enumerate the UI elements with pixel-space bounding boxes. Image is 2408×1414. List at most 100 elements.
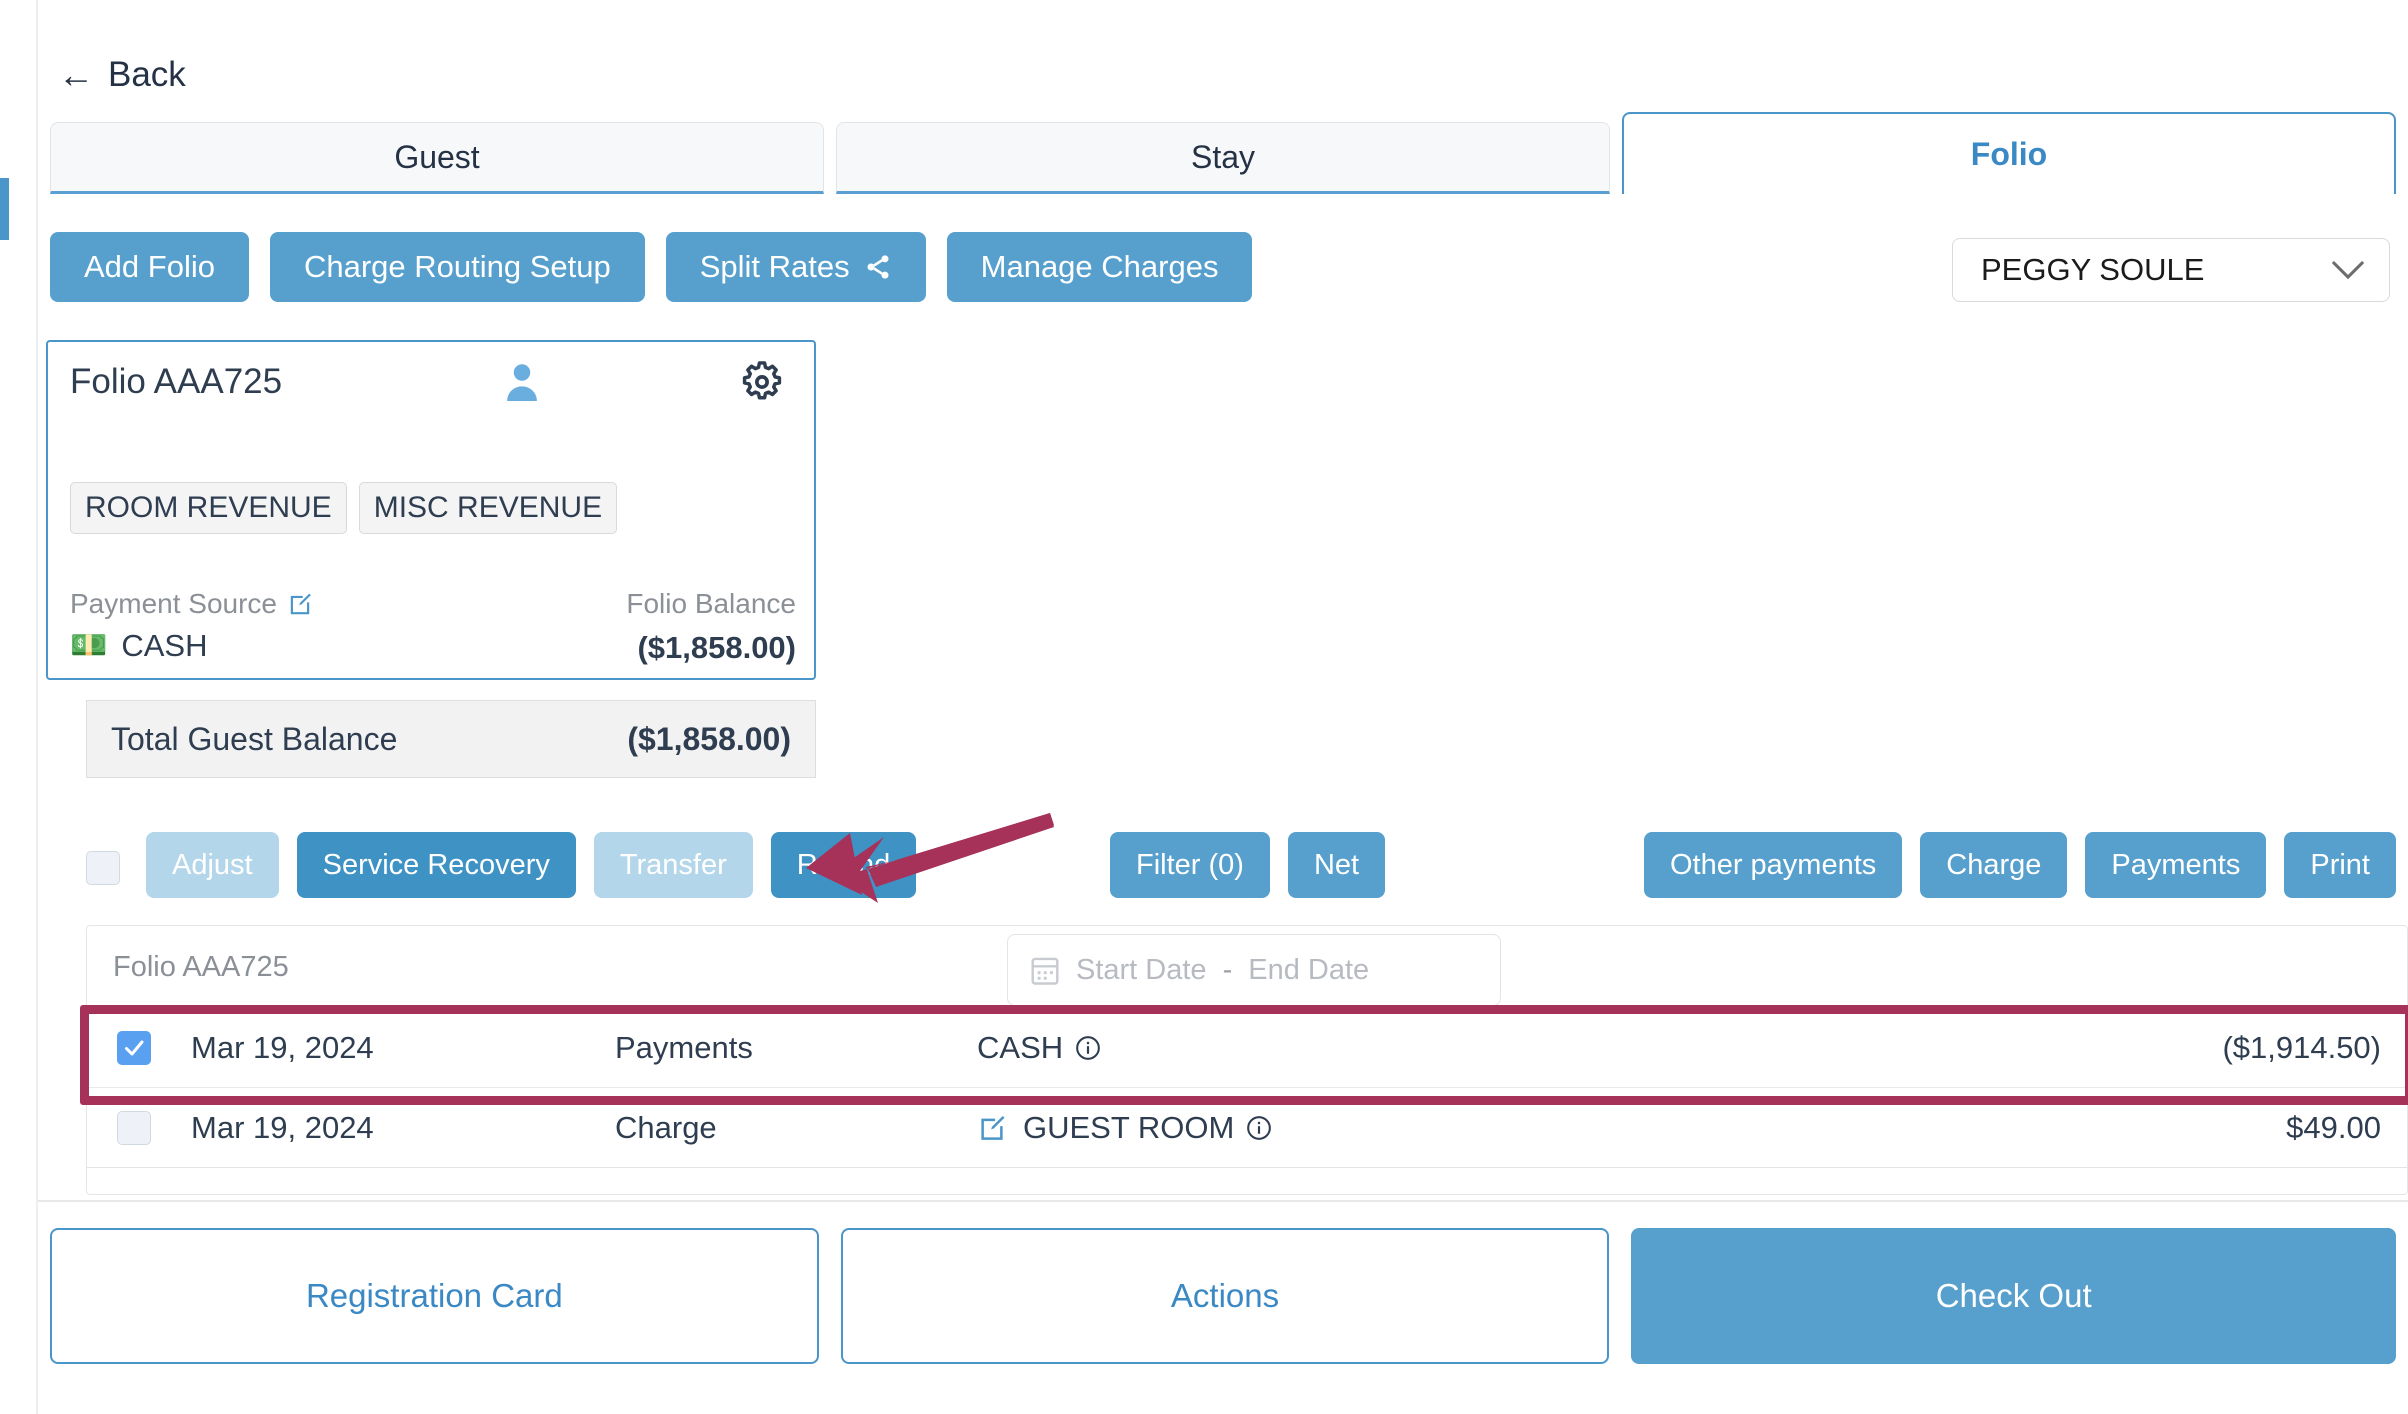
filter-label: Filter (0) [1136, 848, 1244, 881]
end-date-input[interactable]: End Date [1248, 953, 1370, 986]
row-description: CASH [977, 1029, 1064, 1065]
footer-actions: Registration Card Actions Check Out [50, 1228, 2397, 1364]
payment-source-value: CASH [121, 628, 208, 663]
footer-separator [38, 1200, 2408, 1202]
row-amount: ($1,914.50) [2222, 1029, 2381, 1065]
table-row[interactable]: Mar 19, 2024 Payments CASH ($1,914.50) [87, 1008, 2407, 1088]
row-date: Mar 19, 2024 [191, 1029, 374, 1065]
tab-guest-label: Guest [394, 138, 480, 175]
adjust-label: Adjust [172, 848, 253, 881]
edit-icon[interactable] [287, 591, 313, 617]
start-date-input[interactable]: Start Date [1076, 953, 1207, 986]
back-label: Back [108, 55, 186, 94]
transfer-button[interactable]: Transfer [593, 832, 753, 898]
folio-transactions-table: Folio AAA725 Start Date - End Date [86, 925, 2408, 1195]
payment-source-label-row: Payment Source [70, 588, 313, 620]
folio-action-bar: Add Folio Charge Routing Setup Split Rat… [50, 232, 2396, 302]
folio-payment-summary: Payment Source 💵 CASH Folio Balance ($1,… [70, 588, 796, 666]
check-out-button[interactable]: Check Out [1631, 1228, 2397, 1364]
payment-source-label: Payment Source [70, 588, 277, 619]
toolbar-middle-group: Filter (0) Net [1110, 832, 1386, 898]
net-button[interactable]: Net [1287, 832, 1386, 898]
filter-button[interactable]: Filter (0) [1110, 832, 1270, 898]
gear-icon[interactable] [740, 360, 784, 404]
charge-routing-setup-label: Charge Routing Setup [303, 249, 611, 284]
row-checkbox[interactable] [117, 1110, 151, 1145]
tab-stay-label: Stay [1190, 138, 1256, 175]
row-description: GUEST ROOM [1023, 1109, 1235, 1145]
charge-label: Charge [1946, 848, 2042, 881]
table-folio-label: Folio AAA725 [113, 950, 289, 983]
payments-label: Payments [2111, 848, 2241, 881]
manage-charges-label: Manage Charges [980, 249, 1219, 284]
add-folio-button[interactable]: Add Folio [50, 232, 249, 302]
person-icon [507, 364, 537, 401]
folio-balance-block: Folio Balance ($1,858.00) [626, 588, 796, 666]
folio-balance-value: ($1,858.00) [637, 630, 796, 665]
select-all-checkbox[interactable] [86, 851, 120, 885]
toolbar-left-group: Adjust Service Recovery Transfer Refund [146, 832, 917, 898]
row-type: Payments [615, 1029, 753, 1065]
total-guest-balance-bar: Total Guest Balance ($1,858.00) [86, 700, 816, 778]
share-icon [867, 255, 889, 279]
net-label: Net [1313, 848, 1360, 881]
actions-label: Actions [1170, 1277, 1280, 1314]
row-amount: $49.00 [2286, 1109, 2381, 1145]
tab-bar: Guest Stay Folio [50, 112, 2396, 202]
total-guest-balance-value: ($1,858.00) [627, 720, 791, 757]
chevron-down-icon [2332, 261, 2364, 280]
payments-button[interactable]: Payments [2085, 832, 2267, 898]
print-button[interactable]: Print [2284, 832, 2396, 898]
other-payments-label: Other payments [1669, 848, 1877, 881]
refund-button[interactable]: Refund [770, 832, 917, 898]
row-type: Charge [615, 1109, 717, 1145]
adjust-button[interactable]: Adjust [146, 832, 279, 898]
row-date: Mar 19, 2024 [191, 1109, 374, 1145]
table-row[interactable]: Mar 19, 2024 Charge GUEST ROOM $49.00 [87, 1088, 2407, 1168]
payment-source-block: Payment Source 💵 CASH [70, 588, 313, 664]
back-button[interactable]: ← Back [58, 55, 186, 95]
registration-card-label: Registration Card [305, 1277, 563, 1314]
service-recovery-button[interactable]: Service Recovery [296, 832, 576, 898]
left-rail [0, 0, 38, 1414]
chip-room-revenue[interactable]: ROOM REVENUE [70, 482, 347, 534]
service-recovery-label: Service Recovery [322, 848, 550, 881]
folio-card-title: Folio AAA725 [70, 362, 283, 401]
check-icon [125, 1040, 144, 1055]
folio-revenue-chips: ROOM REVENUE MISC REVENUE [70, 482, 618, 534]
registration-card-button[interactable]: Registration Card [50, 1228, 819, 1364]
chip-misc-revenue[interactable]: MISC REVENUE [358, 482, 618, 534]
charge-routing-setup-button[interactable]: Charge Routing Setup [269, 232, 645, 302]
split-rates-label: Split Rates [699, 249, 850, 284]
charge-button[interactable]: Charge [1920, 832, 2068, 898]
transfer-label: Transfer [619, 848, 727, 881]
tab-folio-label: Folio [1970, 135, 2048, 172]
info-icon[interactable] [1246, 1115, 1272, 1141]
tab-folio[interactable]: Folio [1622, 112, 2396, 194]
guest-select[interactable]: PEGGY SOULE [1952, 238, 2390, 302]
info-icon[interactable] [1075, 1035, 1101, 1061]
actions-button[interactable]: Actions [840, 1228, 1610, 1364]
split-rates-button[interactable]: Split Rates [665, 232, 926, 302]
refund-label: Refund [796, 848, 891, 881]
calendar-icon [1031, 957, 1059, 985]
guest-select-value: PEGGY SOULE [1981, 252, 2205, 287]
edit-icon[interactable] [977, 1113, 1007, 1143]
print-label: Print [2310, 848, 2370, 881]
tab-guest[interactable]: Guest [50, 122, 824, 194]
other-payments-button[interactable]: Other payments [1643, 832, 1903, 898]
folio-balance-label: Folio Balance [626, 588, 796, 619]
tab-stay[interactable]: Stay [836, 122, 1610, 194]
total-guest-balance-label: Total Guest Balance [111, 720, 398, 757]
table-header: Folio AAA725 Start Date - End Date [87, 926, 2407, 1008]
check-out-label: Check Out [1935, 1277, 2092, 1314]
row-description-cell: GUEST ROOM [977, 1110, 1272, 1146]
manage-charges-button[interactable]: Manage Charges [946, 232, 1253, 302]
date-range-picker[interactable]: Start Date - End Date [1007, 934, 1501, 1006]
folio-card: Folio AAA725 ROOM REVENUE MISC REVENUE P… [46, 340, 816, 680]
arrow-left-icon: ← [58, 54, 94, 95]
page-content: ← Back Guest Stay Folio Add Folio Charge… [38, 0, 2408, 1414]
add-folio-label: Add Folio [84, 249, 215, 284]
row-checkbox[interactable] [117, 1030, 151, 1065]
